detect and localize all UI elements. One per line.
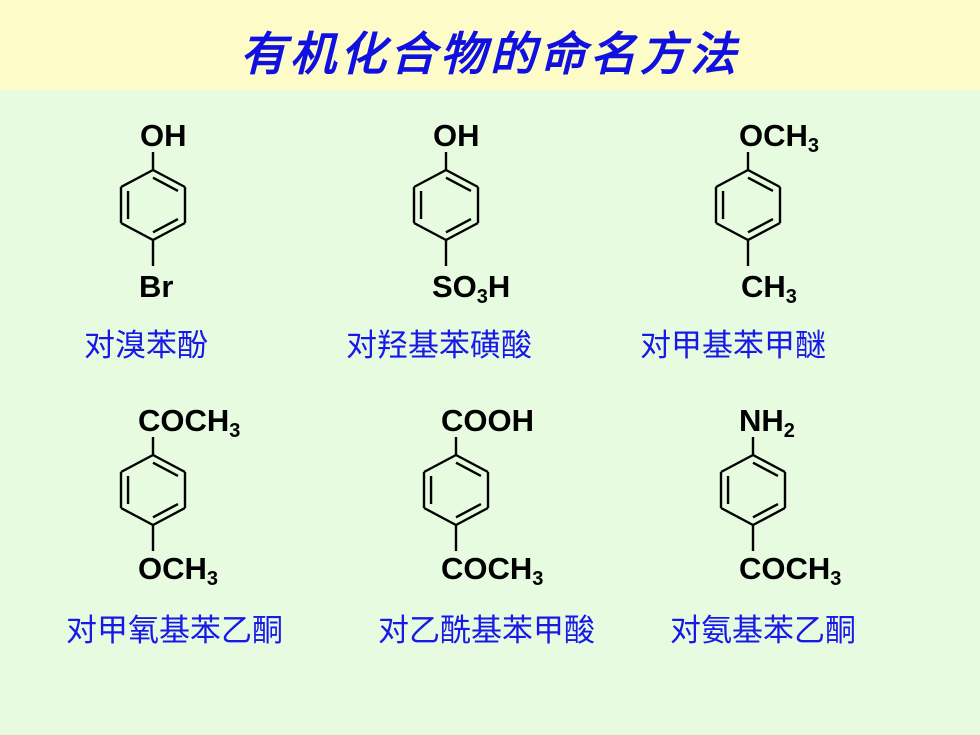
double-bond: [445, 217, 472, 234]
ring-bond: [423, 506, 457, 527]
ring-bond: [752, 453, 786, 474]
ring-bond: [747, 221, 781, 242]
ring-bond: [413, 168, 447, 189]
ring-bond: [120, 221, 154, 242]
molecule-p-aminoacetophenone: NH2 COCH3: [719, 403, 960, 603]
ring-bond: [715, 221, 749, 242]
ring-bond: [120, 506, 154, 527]
ring-bond: [120, 453, 154, 474]
top-substituent: OCH3: [739, 118, 820, 157]
molecule-p-hydroxybenzenesulfonic-acid: OH SO3H: [412, 118, 653, 318]
ring-bond: [152, 453, 186, 474]
top-substituent: OH: [433, 118, 480, 153]
page-title: 有机化合物的命名方法: [240, 27, 740, 81]
ring-bond: [720, 506, 754, 527]
double-bond: [455, 502, 482, 519]
ring-bond: [715, 168, 749, 189]
benzene-ring: [412, 152, 480, 266]
bottom-substituent: OCH3: [138, 551, 219, 590]
bottom-substituent: COCH3: [739, 551, 842, 590]
ring-bond: [445, 168, 479, 189]
compound-name: 对甲基苯甲醚: [640, 328, 826, 364]
top-substituent: NH2: [739, 403, 795, 442]
ring-bond: [752, 506, 786, 527]
ring-bond: [423, 453, 457, 474]
top-substituent: COOH: [441, 403, 534, 438]
ring-bond: [152, 168, 186, 189]
top-substituent: OH: [140, 118, 187, 153]
top-substituent: COCH3: [138, 403, 241, 442]
double-bond: [455, 461, 482, 478]
ring-bond: [445, 221, 479, 242]
double-bond: [152, 461, 179, 478]
benzene-ring: [119, 437, 187, 551]
double-bond: [445, 176, 472, 193]
compound-name: 对乙酰基苯甲酸: [378, 613, 595, 649]
benzene-ring: [719, 437, 787, 551]
compound-name: 对羟基苯磺酸: [346, 328, 532, 364]
molecule-p-acetylbenzoic-acid: COOH COCH3: [422, 403, 663, 603]
double-bond: [752, 461, 779, 478]
ring-bond: [413, 221, 447, 242]
double-bond: [152, 217, 179, 234]
benzene-ring: [422, 437, 490, 551]
bottom-substituent: Br: [139, 269, 174, 304]
double-bond: [152, 502, 179, 519]
double-bond: [747, 217, 774, 234]
compound-name: 对氨基苯乙酮: [670, 613, 856, 649]
double-bond: [747, 176, 774, 193]
benzene-ring: [119, 152, 187, 266]
ring-bond: [152, 221, 186, 242]
double-bond: [752, 502, 779, 519]
ring-bond: [455, 453, 489, 474]
compound-name: 对溴苯酚: [84, 328, 208, 364]
bottom-substituent: SO3H: [432, 269, 511, 308]
ring-bond: [152, 506, 186, 527]
molecule-p-methylanisole: OCH3 CH3: [714, 118, 955, 318]
compound-name: 对甲氧基苯乙酮: [66, 613, 283, 649]
bottom-substituent: COCH3: [441, 551, 544, 590]
title-bar: [0, 0, 980, 90]
ring-bond: [747, 168, 781, 189]
ring-bond: [120, 168, 154, 189]
benzene-ring: [714, 152, 782, 266]
bottom-substituent: CH3: [741, 269, 797, 308]
ring-bond: [720, 453, 754, 474]
double-bond: [152, 176, 179, 193]
molecule-p-methoxyacetophenone: COCH3 OCH3: [119, 403, 360, 603]
ring-bond: [455, 506, 489, 527]
molecule-p-bromophenol: OH Br: [119, 118, 360, 318]
